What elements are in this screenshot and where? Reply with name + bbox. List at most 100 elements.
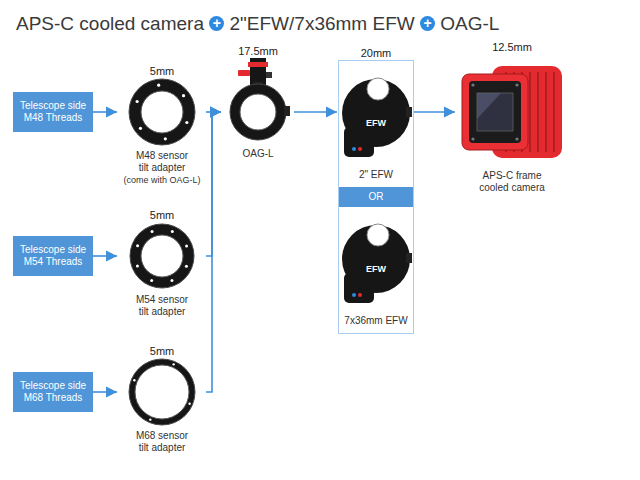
screw [471,137,474,140]
connector-arrow [414,111,455,113]
diagram-title: APS-C cooled camera + 2"EFW/7x36mm EFW +… [16,12,499,36]
group-outline: 2" EFW EFW OR 7x36mm EFW EFW [338,60,414,334]
thread-label: Telescope side M48 Threads [17,100,89,124]
thread-label: Telescope side M68 Threads [17,380,89,404]
screw [515,83,518,86]
logo-dot [352,293,356,297]
filter-wheel-box: 2" EFW EFW [339,61,413,187]
wheel-housing [342,79,410,147]
oag-bolt [284,106,290,116]
connector-arrow [93,255,117,257]
connector-arrow [206,112,221,256]
cooling-fin [545,72,547,152]
wheel-port [406,107,412,117]
wheel-port [406,253,412,263]
thickness-dimension: 5mm [118,344,206,358]
part-name: M68 sensor tilt adapter [130,430,194,454]
screw-hole [170,279,173,282]
logo-dot [352,147,356,151]
part-box: 12.5mmAPS-C frame cooled camera [456,40,568,194]
screw-hole [164,137,167,140]
thickness-dimension: 12.5mm [456,40,568,54]
screw-hole [133,379,135,381]
or-band: OR [339,187,413,207]
screw-hole [157,84,160,87]
screw-hole [171,230,174,233]
connector-arrow [294,111,337,113]
thickness-dimension: 5mm [118,208,206,222]
adapter-bore [141,235,183,277]
filter-wheel-group: 20mm 2" EFW EFW OR 7x36mm EFW EFW [338,46,414,334]
ringA-illustration [118,78,206,146]
adapter-bore [141,91,183,133]
oag-bore [240,94,276,130]
lock-screw [266,72,272,78]
screw-hole [185,265,188,268]
screw-hole [136,244,139,247]
oag-illustration [222,58,294,144]
front-plate [469,81,521,143]
thickness-dimension: 5mm [118,64,206,78]
oag-body [230,84,286,140]
logo-dot [358,147,362,151]
screw-hole [136,264,139,267]
part-name: 7x36mm EFW [340,315,412,327]
connector-arrow [206,112,221,392]
screw-hole [182,94,185,97]
adapter-ring [130,224,194,288]
part-box: 5mmM48 sensor tilt adapter(come with OAG… [118,64,206,186]
screw-hole [136,100,139,103]
device-logo: EFW [339,118,413,129]
thickness-dimension: 17.5mm [222,44,294,58]
cam-illustration [456,54,568,166]
screw [515,137,518,140]
screw-hole [185,121,188,124]
connector-arrow [93,391,117,393]
filter-aperture [367,224,389,246]
part-name: 2" EFW [340,169,412,181]
thread-box: Telescope side M54 Threads [13,236,93,276]
efw-illustration [340,211,412,311]
part-name: M48 sensor tilt adapter [130,150,194,174]
connector-arrow [93,111,117,113]
filter-wheel-box: 7x36mm EFW EFW [339,207,413,333]
or-label: OR [339,187,413,207]
sensor [477,93,513,131]
part-box: 17.5mmOAG-L [222,44,294,160]
part-note: (come with OAG-L) [118,175,206,186]
efw-illustration [340,65,412,165]
logo-dot [358,293,362,297]
adapter-ring [129,79,195,145]
screw-hole [149,418,151,420]
screw [471,83,474,86]
part-box: 5mmM54 sensor tilt adapter [118,208,206,318]
cooling-fin [537,72,539,152]
ringB-illustration [118,222,206,290]
thread-label: Telescope side M54 Threads [17,244,89,268]
screw-hole [185,245,188,248]
part-name: APS-C frame cooled camera [474,170,550,194]
guide-port-ring [248,62,268,67]
adapter-ring [129,359,195,425]
device-logo: EFW [339,264,413,275]
screw-hole [139,127,142,130]
adapter-bore [135,365,189,419]
part-box: 5mmM68 sensor tilt adapter [118,344,206,454]
part-name: M54 sensor tilt adapter [130,294,194,318]
lock-knob [238,70,250,76]
screw-hole [151,230,154,233]
thread-box: Telescope side M68 Threads [13,372,93,412]
thread-box: Telescope side M48 Threads [13,92,93,132]
screw-hole [188,402,190,404]
camera-front [462,74,528,150]
wheel-housing [342,225,410,293]
screw-hole [150,279,153,282]
cooling-fin [529,72,531,152]
screw-hole [172,363,174,365]
thickness-dimension: 20mm [338,46,414,60]
ringC-illustration [118,358,206,426]
filter-aperture [367,78,389,100]
part-name: OAG-L [223,148,293,160]
cooling-fin [553,72,555,152]
